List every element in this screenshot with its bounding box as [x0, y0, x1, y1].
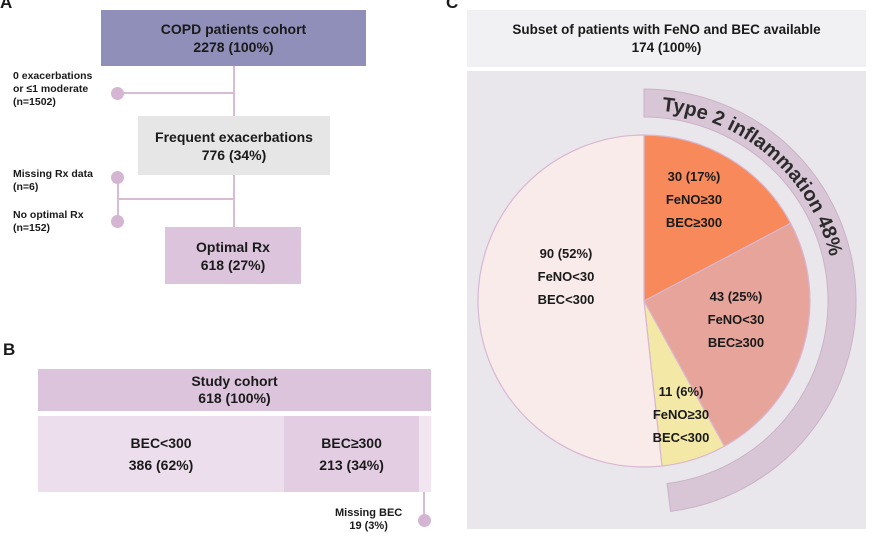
bec-high-value: 213 (34%)	[319, 457, 384, 473]
slice-low-feno-low-bec	[477, 134, 663, 468]
missing-bec-text: Missing BEC 19 (3%)	[335, 507, 402, 533]
exclusion-2-line1: Missing Rx data	[13, 168, 93, 180]
slice-low-feno-high-bec-label-3: BEC≥300	[708, 335, 764, 350]
missing-bec-dot	[418, 514, 431, 527]
exclusion-1-line3: (n=1502)	[13, 96, 56, 108]
missing-bec-value: 19 (3%)	[349, 520, 388, 532]
bec-low-label: BEC<300	[130, 435, 192, 451]
slice-low-feno-high-bec-label-1: 43 (25%)	[710, 289, 763, 304]
slice-high-feno-high-bec-label-2: FeNO≥30	[666, 192, 722, 207]
connector-main-1	[233, 66, 235, 116]
exclusion-1-line1: 0 exacerbations	[13, 70, 93, 82]
bec-distribution-bar: BEC<300 386 (62%) BEC≥300 213 (34%)	[38, 416, 431, 492]
slice-low-feno-high-bec	[643, 222, 811, 448]
exclusion-dot-2	[111, 171, 124, 184]
optimal-rx-title: Optimal Rx	[196, 238, 270, 255]
panel-b-letter: B	[3, 340, 16, 359]
study-cohort-value: 618 (100%)	[198, 390, 271, 406]
exclusion-dot-1	[111, 87, 124, 100]
study-cohort-box: Study cohort 618 (100%)	[38, 369, 431, 411]
copd-cohort-title: COPD patients cohort	[160, 21, 307, 37]
bec-low-segment: BEC<300 386 (62%)	[38, 416, 285, 492]
slice-high-feno-low-bec-label-2: FeNO≥30	[653, 407, 709, 422]
exclusion-2-line2: (n=6)	[13, 181, 39, 193]
slice-low-feno-low-bec-label-2: FeNO<30	[538, 269, 595, 284]
optimal-rx-box: Optimal Rx 618 (27%)	[165, 227, 301, 284]
subset-header-value: 174 (100%)	[631, 39, 702, 55]
exclusion-3-text: No optimal Rx (n=152)	[13, 209, 84, 235]
copd-cohort-box: COPD patients cohort 2278 (100%)	[101, 10, 366, 66]
copd-cohort-value: 2278 (100%)	[193, 39, 274, 55]
optimal-rx-value: 618 (27%)	[200, 256, 266, 273]
study-cohort-title: Study cohort	[191, 373, 278, 389]
slice-high-feno-high-bec-label-3: BEC≥300	[666, 215, 722, 230]
bec-missing-segment	[419, 416, 431, 492]
type2-inflammation-arc	[643, 88, 857, 512]
exclusion-dot-3	[111, 215, 124, 228]
slice-high-feno-low-bec-label-1: 11 (6%)	[659, 384, 704, 399]
slice-high-feno-high-bec	[643, 134, 792, 302]
frequent-exacerbations-value: 776 (34%)	[201, 146, 267, 163]
missing-bec-connector	[423, 492, 425, 520]
slice-low-feno-low-bec-label-3: BEC<300	[538, 292, 595, 307]
bec-high-segment: BEC≥300 213 (34%)	[284, 416, 420, 492]
panel-c-letter: C	[446, 0, 459, 12]
exclusion-3-line1: No optimal Rx	[13, 209, 84, 221]
slice-low-feno-high-bec-label-2: FeNO<30	[708, 312, 765, 327]
connector-main-2	[233, 175, 235, 227]
exclusion-1-line2: or ≤1 moderate	[13, 83, 89, 95]
bec-low-value: 386 (62%)	[128, 457, 194, 473]
panel-a-letter: A	[0, 0, 13, 12]
frequent-exacerbations-box: Frequent exacerbations 776 (34%)	[138, 116, 330, 175]
exclusion-3-line2: (n=152)	[13, 222, 51, 234]
exclusion-2-text: Missing Rx data (n=6)	[13, 168, 93, 194]
slice-high-feno-high-bec-label-1: 30 (17%)	[668, 169, 721, 184]
slice-low-feno-low-bec-label-1: 90 (52%)	[540, 246, 593, 261]
missing-bec-label: Missing BEC	[335, 507, 403, 519]
connector-excl-2	[117, 198, 234, 200]
frequent-exacerbations-title: Frequent exacerbations	[155, 128, 313, 145]
slice-high-feno-low-bec-label-3: BEC<300	[653, 430, 710, 445]
connector-excl-vertical	[117, 178, 119, 222]
connector-excl-1	[117, 92, 234, 94]
subset-header-title: Subset of patients with FeNO and BEC ava…	[512, 21, 821, 37]
exclusion-1-text: 0 exacerbations or ≤1 moderate (n=1502)	[13, 70, 92, 109]
subset-header-box: Subset of patients with FeNO and BEC ava…	[467, 10, 866, 67]
bec-high-label: BEC≥300	[321, 435, 382, 451]
